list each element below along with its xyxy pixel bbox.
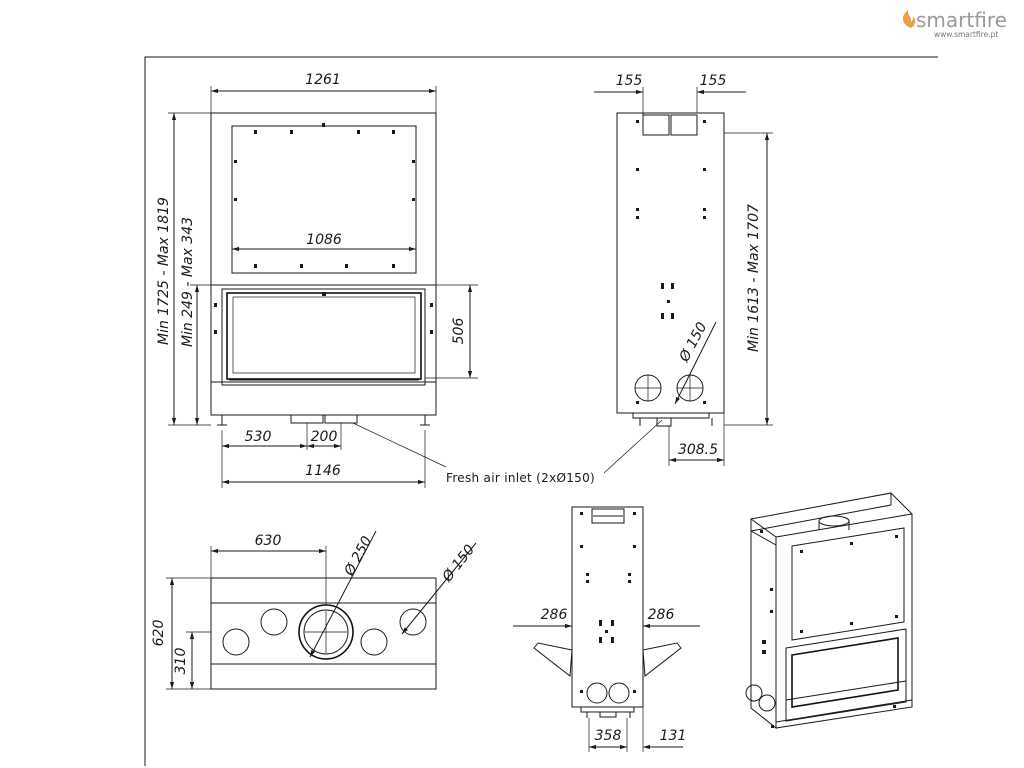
back-arm-left [533, 642, 573, 677]
front-body [210, 112, 437, 416]
dim-side-height: Min 1613 - Max 1707 [746, 204, 762, 352]
dim-top-depth-half: 310 [173, 648, 189, 675]
back-dimensions: 286 286 358 131 [513, 607, 700, 752]
side-view [616, 112, 725, 427]
flame-icon [902, 10, 916, 28]
back-bolts [580, 512, 636, 693]
brand-website: www.smartfire.pt [934, 30, 998, 39]
side-bolts [636, 120, 706, 404]
iso-glass [791, 637, 899, 708]
iso-flue [818, 515, 850, 527]
isometric-view [745, 492, 913, 730]
back-arm-right [642, 642, 682, 677]
fresh-air-inlet-note: Fresh air inlet (2xØ150) [446, 471, 595, 485]
dim-side-offset-right: 155 [700, 73, 727, 89]
side-dimensions: 155 155 Min 1613 - Max 1707 Ø 150 308.5 [594, 73, 773, 466]
dim-back-bottom-width: 358 [595, 728, 622, 744]
dim-top-duct-diameter: Ø 150 [439, 542, 478, 586]
dim-back-left-offset: 286 [541, 607, 568, 623]
dim-back-bottom-offset: 131 [660, 728, 687, 744]
iso-window-frame [785, 628, 907, 722]
side-body [616, 112, 725, 414]
dim-front-width-base: 1146 [305, 463, 341, 479]
brand-logo: smartfire www.smartfire.pt [902, 8, 1007, 39]
back-view [533, 506, 682, 718]
iso-front-face [775, 513, 913, 729]
top-dimensions: 630 620 310 Ø 250 Ø 150 [151, 530, 478, 690]
brand-logo-text: smartfire [916, 8, 1007, 32]
top-duct-3 [360, 628, 388, 656]
iso-upper-panel [791, 527, 905, 641]
dim-top-flue-diameter: Ø 250 [341, 534, 375, 580]
drawing-frame [144, 56, 938, 766]
front-upper-panel [231, 125, 417, 274]
dim-side-depth: 308.5 [678, 442, 718, 458]
front-window-frame [221, 288, 426, 386]
front-view [210, 112, 437, 426]
front-dimensions: 1261 1086 1146 530 200 Min 1725 - Max 18… [156, 72, 478, 488]
inlet-callout: Fresh air inlet (2xØ150) [352, 419, 663, 485]
dim-front-window-height: 506 [451, 318, 467, 345]
inlet-stub-left [290, 414, 324, 424]
inlet-stub-right [324, 414, 358, 424]
iso-bolts [760, 530, 898, 728]
dim-front-height-total: Min 1725 - Max 1819 [156, 197, 172, 345]
dim-front-width-glass: 1086 [306, 232, 342, 248]
dim-top-depth-total: 620 [151, 620, 167, 647]
dim-front-offset-left: 530 [245, 429, 272, 445]
dim-back-right-offset: 286 [648, 607, 675, 623]
dim-front-height-lower: Min 249 - Max 343 [180, 217, 196, 347]
dim-front-inlet-gap: 200 [311, 429, 338, 445]
dim-front-width-total: 1261 [305, 72, 341, 88]
dim-side-offset-left: 155 [616, 73, 643, 89]
front-bolts [214, 123, 433, 334]
back-body [571, 506, 644, 708]
top-duct-4 [399, 608, 427, 636]
top-body [210, 577, 437, 690]
top-duct-1 [222, 628, 250, 656]
top-duct-2 [260, 608, 288, 636]
dim-top-offset: 630 [255, 533, 282, 549]
front-glass [226, 292, 422, 380]
